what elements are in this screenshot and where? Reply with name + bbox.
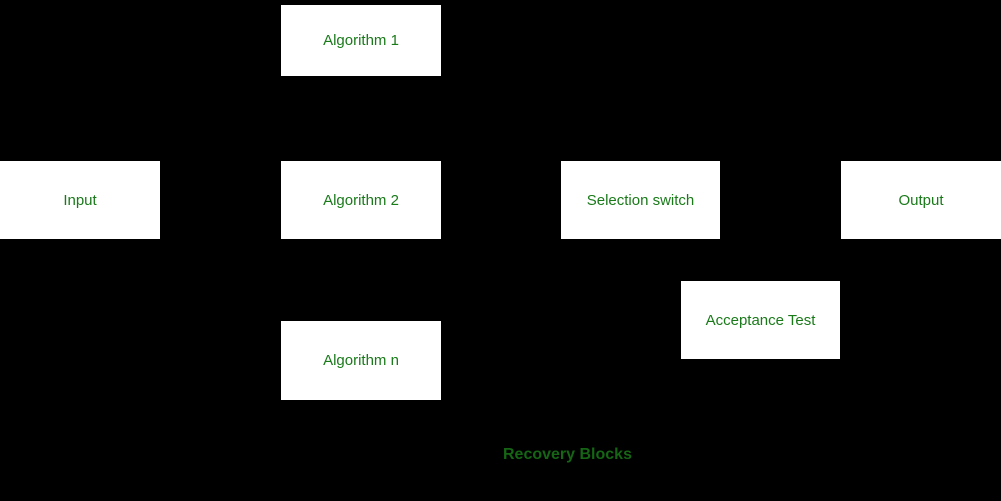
node-algorithm-n-label: Algorithm n [323, 352, 399, 369]
node-output: Output [841, 161, 1001, 239]
node-input-label: Input [63, 191, 97, 209]
node-output-label: Output [898, 191, 944, 209]
node-input: Input [0, 161, 160, 239]
node-algorithm-2-label: Algorithm 2 [323, 191, 399, 209]
node-acceptance-test: Acceptance Test [681, 281, 840, 359]
node-algorithm-2: Algorithm 2 [281, 161, 441, 239]
node-algorithm-n: Algorithm n [281, 321, 441, 400]
node-algorithm-1-label: Algorithm 1 [323, 32, 399, 49]
node-acceptance-test-label: Acceptance Test [705, 311, 816, 329]
diagram-caption: Recovery Blocks [503, 446, 632, 463]
node-algorithm-1: Algorithm 1 [281, 5, 441, 76]
node-selection-switch: Selection switch [561, 161, 720, 239]
node-selection-switch-label: Selection switch [586, 191, 695, 209]
